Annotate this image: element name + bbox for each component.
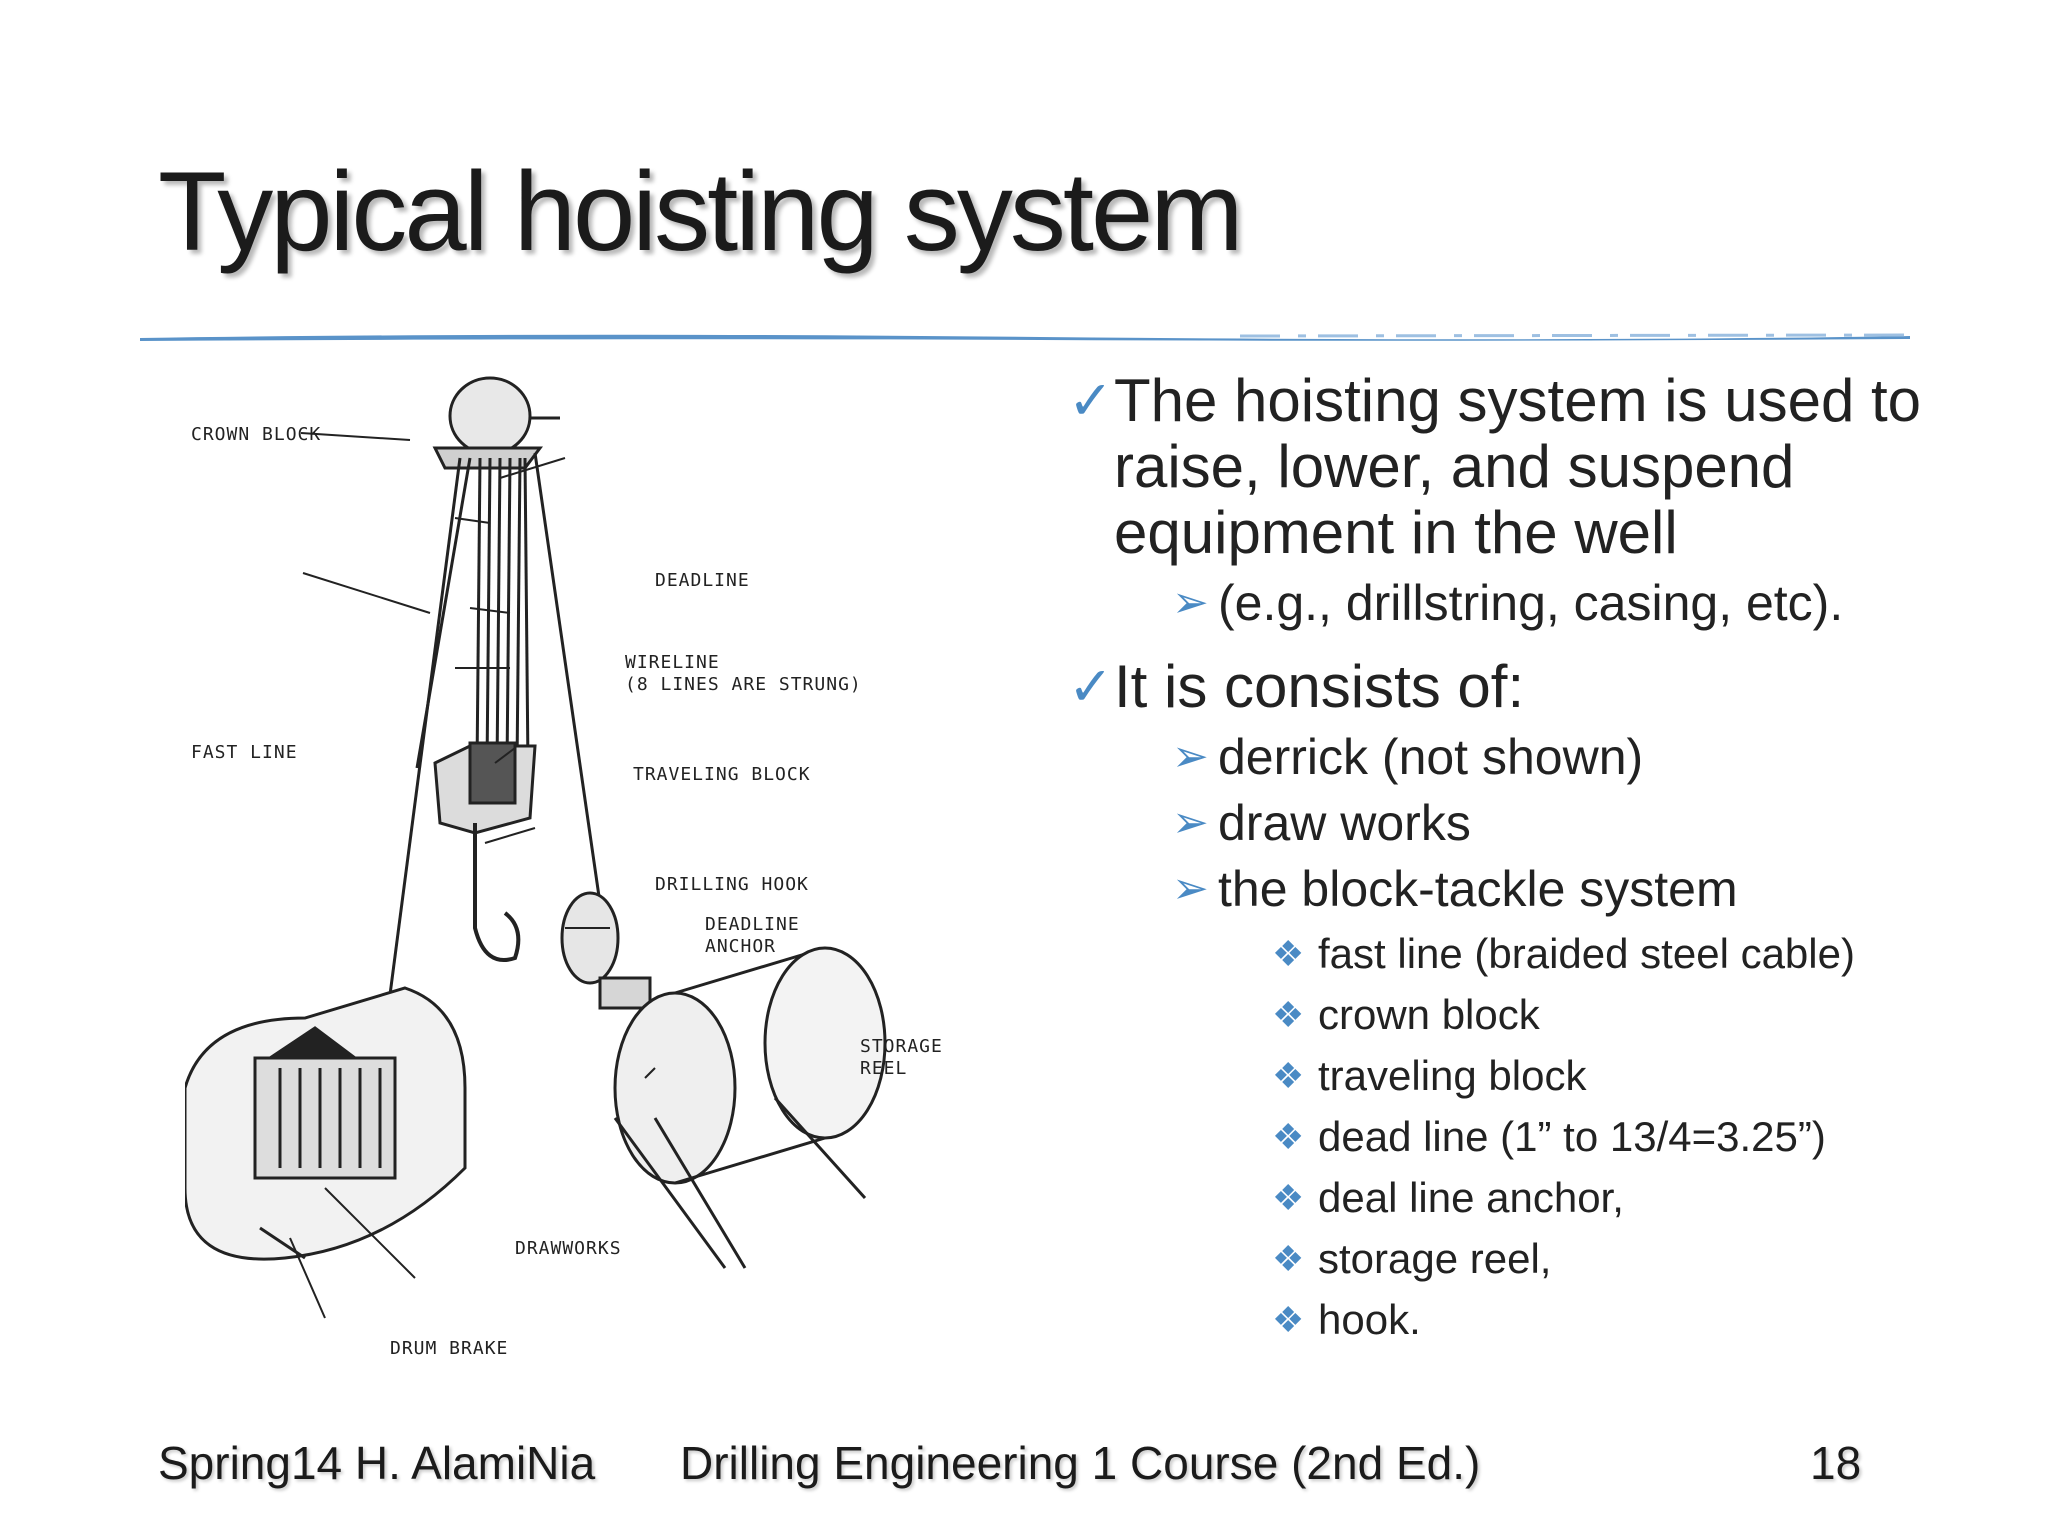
label-deadline: DEADLINE bbox=[655, 570, 750, 591]
component-item: ❖ fast line (braided steel cable) bbox=[1272, 930, 1855, 977]
title-divider bbox=[140, 333, 1910, 341]
page-number: 18 bbox=[1810, 1437, 1862, 1489]
sub-bullet-derrick: ➢ derrick (not shown) bbox=[1172, 729, 1644, 785]
component-item: ❖ dead line (1” to 13/4=3.25”) bbox=[1272, 1113, 1826, 1160]
diamond-icon: ❖ bbox=[1272, 1055, 1305, 1096]
diamond-icon: ❖ bbox=[1272, 1238, 1305, 1279]
label-storage-reel-2: REEL bbox=[860, 1058, 907, 1079]
footer-course: Drilling Engineering 1 Course (2nd Ed.) bbox=[680, 1437, 1481, 1489]
check-icon: ✓ bbox=[1068, 371, 1114, 431]
arrow-icon: ➢ bbox=[1172, 864, 1209, 913]
bullet-consists-of: ✓ It is consists of: bbox=[1068, 653, 1525, 720]
label-wireline: WIRELINE bbox=[625, 652, 720, 673]
bullet-list: ✓ The hoisting system is used to raise, … bbox=[1068, 368, 1928, 1345]
label-traveling-block: TRAVELING BLOCK bbox=[633, 764, 811, 785]
label-fast-line: FAST LINE bbox=[191, 742, 298, 763]
label-drawworks: DRAWWORKS bbox=[515, 1238, 622, 1259]
diamond-icon: ❖ bbox=[1272, 1116, 1305, 1157]
diamond-icon: ❖ bbox=[1272, 933, 1305, 974]
check-icon: ✓ bbox=[1068, 657, 1114, 717]
diamond-icon: ❖ bbox=[1272, 1177, 1305, 1218]
hoisting-system-diagram: CROWN BLOCK DEADLINE WIRELINE (8 LINES A… bbox=[185, 368, 985, 1370]
component-item: ❖ crown block bbox=[1272, 991, 1540, 1038]
component-item: ❖ storage reel, bbox=[1272, 1235, 1552, 1282]
arrow-icon: ➢ bbox=[1172, 732, 1209, 781]
sub-bullet-block-tackle: ➢ the block-tackle system bbox=[1172, 861, 1738, 917]
footer-author: Spring14 H. AlamiNia bbox=[158, 1437, 596, 1489]
label-storage-reel: STORAGE bbox=[860, 1036, 943, 1057]
label-deadline-anchor: DEADLINE bbox=[705, 914, 800, 935]
label-drum-brake: DRUM BRAKE bbox=[390, 1338, 508, 1359]
component-item: ❖ deal line anchor, bbox=[1272, 1174, 1624, 1221]
diamond-icon: ❖ bbox=[1272, 994, 1305, 1035]
component-item: ❖ hook. bbox=[1272, 1296, 1421, 1343]
arrow-icon: ➢ bbox=[1172, 578, 1209, 627]
sub-bullet-draw-works: ➢ draw works bbox=[1172, 795, 1471, 851]
arrow-icon: ➢ bbox=[1172, 798, 1209, 847]
sub-bullet-examples: ➢ (e.g., drillstring, casing, etc). bbox=[1172, 575, 1844, 631]
label-deadline-anchor-2: ANCHOR bbox=[705, 936, 776, 957]
label-crown-block: CROWN BLOCK bbox=[191, 424, 321, 445]
label-wireline-note: (8 LINES ARE STRUNG) bbox=[625, 674, 862, 695]
label-drilling-hook: DRILLING HOOK bbox=[655, 874, 809, 895]
component-item: ❖ traveling block bbox=[1272, 1052, 1587, 1099]
slide-title: Typical hoisting system bbox=[158, 149, 1244, 274]
bullet-purpose: ✓ The hoisting system is used to raise, … bbox=[1068, 367, 1922, 566]
diamond-icon: ❖ bbox=[1272, 1299, 1305, 1340]
